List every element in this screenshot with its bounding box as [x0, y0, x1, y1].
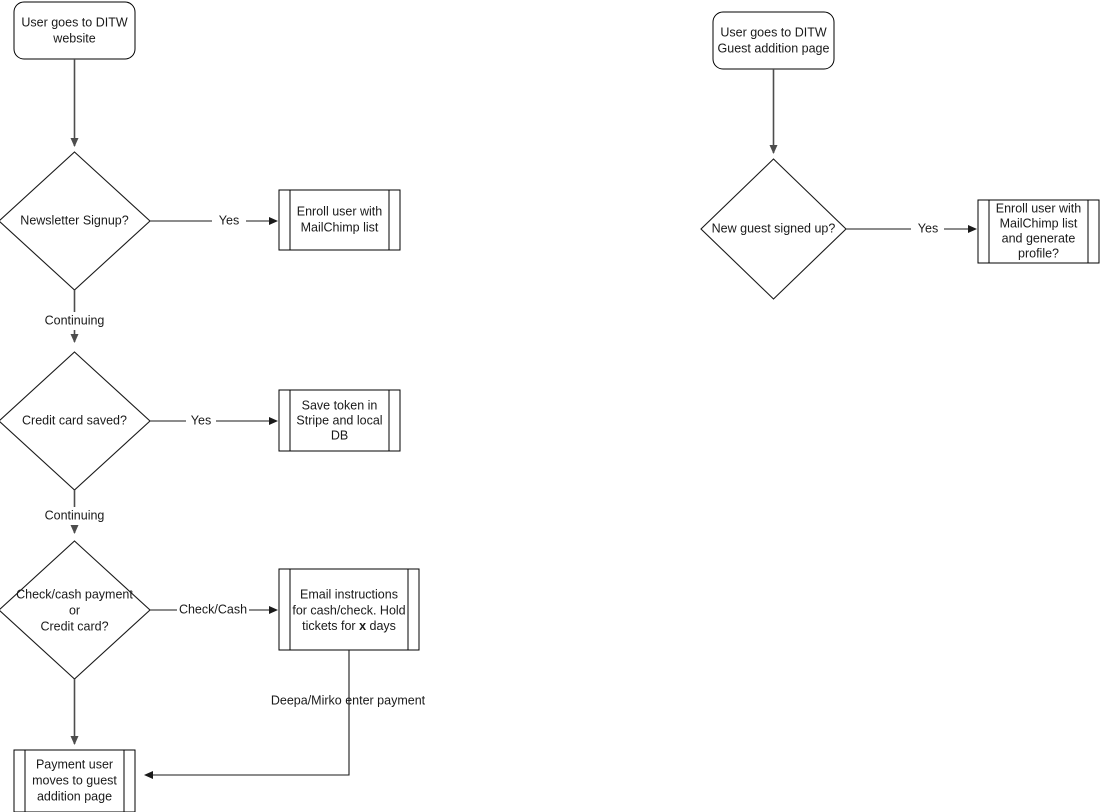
edge-label-new-guest-yes: Yes [918, 221, 938, 235]
node-right-start-line-1: Guest addition page [718, 41, 830, 55]
node-enroll-mailchimp-line-0: Enroll user with [297, 204, 382, 218]
node-email-instructions[interactable]: Email instructions for cash/check. Hold … [278, 568, 420, 651]
node-save-token-line-2: DB [331, 428, 348, 442]
node-payment-user-moves-line-0: Payment user [36, 757, 113, 771]
email-line2-bold-x: x [359, 619, 366, 633]
node-payment-user-moves[interactable]: Payment user moves to guest addition pag… [13, 749, 136, 812]
edge-label-newsletter-continuing: Continuing [45, 313, 105, 327]
node-enroll-generate-profile-line-2: and generate [1002, 231, 1076, 245]
node-right-start[interactable]: User goes to DITW Guest addition page [712, 11, 835, 70]
node-new-guest-decision-line-0: New guest signed up? [712, 221, 836, 235]
email-line2-prefix: tickets for [302, 619, 359, 633]
node-email-instructions-line-1: for cash/check. Hold [292, 603, 405, 617]
node-email-instructions-line-0: Email instructions [300, 587, 398, 601]
node-payment-user-moves-line-1: moves to guest [32, 773, 117, 787]
edge-label-credit-card-yes: Yes [191, 413, 211, 427]
node-left-start[interactable]: User goes to DITW website [13, 1, 136, 60]
node-email-instructions-line-2: tickets for x days [302, 619, 396, 633]
predefined-process-shape [977, 199, 1100, 264]
predefined-process-shape [13, 749, 136, 812]
node-payment-user-moves-line-2: addition page [37, 789, 112, 803]
edge-email-to-guest-page [144, 650, 350, 779]
node-payment-type-decision-line-2: Credit card? [40, 619, 108, 633]
predefined-process-shape [278, 568, 420, 651]
node-credit-card-decision[interactable]: Credit card saved? [0, 351, 151, 491]
diamond-shape [700, 158, 847, 300]
email-line2-suffix: days [366, 619, 396, 633]
edge-label-check-cash: Check/Cash [179, 602, 247, 616]
edge-label-deepa-mirko: Deepa/Mirko enter payment [271, 693, 426, 707]
predefined-process-shape [278, 389, 401, 452]
edge-label-credit-card-continuing: Continuing [45, 508, 105, 522]
node-newsletter-decision-line-0: Newsletter Signup? [20, 213, 128, 227]
node-enroll-generate-profile-line-1: MailChimp list [1000, 216, 1078, 230]
node-save-token-line-1: Stripe and local [296, 413, 382, 427]
node-left-start-line-1: website [52, 31, 95, 45]
node-enroll-generate-profile-line-3: profile? [1018, 246, 1059, 260]
node-enroll-mailchimp[interactable]: Enroll user with MailChimp list [278, 189, 401, 251]
node-left-start-line-0: User goes to DITW [21, 15, 127, 29]
node-payment-type-decision[interactable]: Check/cash payment or Credit card? [0, 540, 151, 680]
node-payment-type-decision-line-0: Check/cash payment [16, 587, 133, 601]
predefined-process-shape [278, 189, 401, 251]
edge-label-newsletter-yes: Yes [219, 213, 239, 227]
node-right-start-line-0: User goes to DITW [720, 25, 826, 39]
node-enroll-mailchimp-line-1: MailChimp list [301, 220, 379, 234]
node-credit-card-decision-line-0: Credit card saved? [22, 413, 127, 427]
node-enroll-generate-profile[interactable]: Enroll user with MailChimp list and gene… [977, 199, 1100, 264]
node-payment-type-decision-line-1: or [69, 603, 80, 617]
node-save-token-line-0: Save token in [302, 398, 378, 412]
node-newsletter-decision[interactable]: Newsletter Signup? [0, 151, 151, 291]
node-new-guest-decision[interactable]: New guest signed up? [700, 158, 847, 300]
node-save-token[interactable]: Save token in Stripe and local DB [278, 389, 401, 452]
node-enroll-generate-profile-line-0: Enroll user with [996, 201, 1081, 215]
